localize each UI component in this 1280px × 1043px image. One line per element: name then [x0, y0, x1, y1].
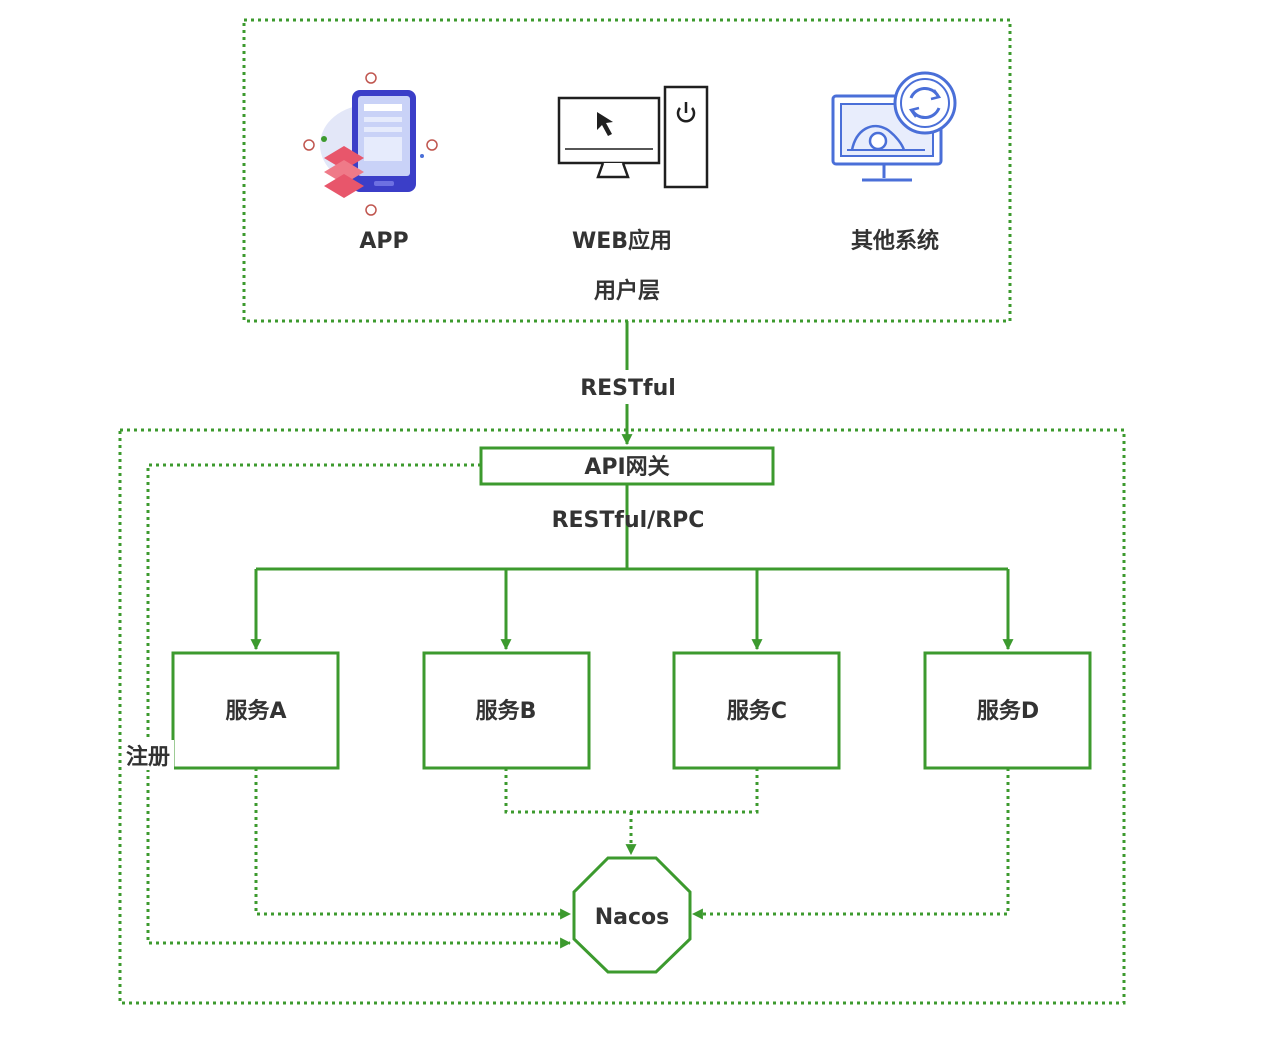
- system-sync-icon: [831, 71, 957, 182]
- app-label: APP: [359, 229, 408, 254]
- service-a-label: 服务A: [225, 699, 286, 724]
- api-gateway-box: [479, 446, 775, 486]
- service-c-box: [672, 651, 841, 770]
- register-connector: [146, 463, 572, 949]
- service-d-label: 服务D: [977, 699, 1039, 724]
- web-app-label: WEB应用: [572, 228, 672, 254]
- service-a-to-nacos: [254, 768, 572, 920]
- other-system-label: 其他系统: [851, 228, 939, 254]
- user-layer-title: 用户层: [594, 278, 660, 304]
- service-d-box: [923, 651, 1092, 770]
- service-b-c-to-nacos: [504, 768, 759, 814]
- service-b-box: [422, 651, 591, 770]
- service-layer-container: [118, 428, 1126, 1005]
- api-gateway-label: API网关: [584, 455, 669, 480]
- restful-label: RESTful: [580, 376, 676, 401]
- service-d-to-nacos: [691, 768, 1010, 920]
- desktop-computer-icon: [557, 85, 709, 189]
- service-b-label: 服务B: [476, 699, 537, 724]
- service-c-label: 服务C: [727, 699, 787, 724]
- nacos-node: [572, 856, 692, 974]
- register-label-bg: [122, 740, 174, 770]
- mobile-app-icon: [303, 72, 438, 216]
- nacos-label: Nacos: [595, 905, 670, 930]
- restful-rpc-label: RESTful/RPC: [552, 508, 705, 533]
- register-label: 注册: [126, 744, 170, 770]
